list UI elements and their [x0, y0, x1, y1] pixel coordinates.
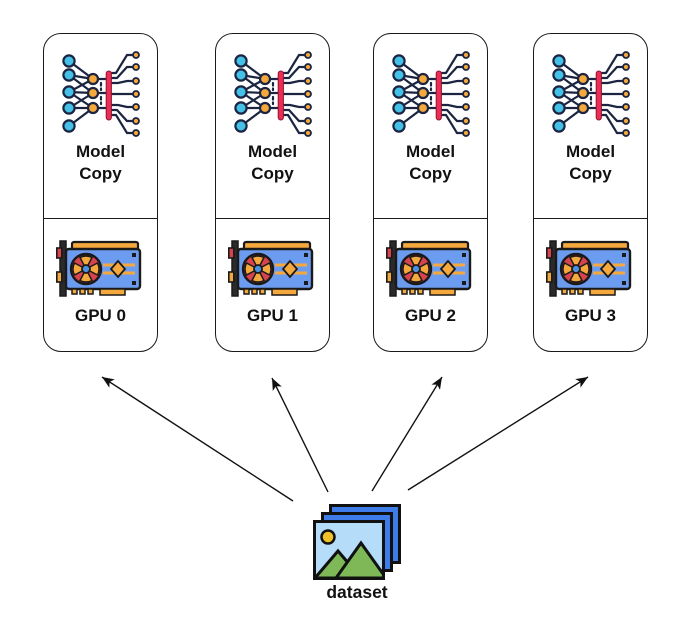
gpu-card-icon [56, 238, 146, 300]
gpu-section: GPU 0 [44, 219, 157, 351]
gpu-label: GPU 2 [404, 306, 457, 325]
gpu-section: GPU 1 [216, 219, 329, 351]
model-copy-label: Model Copy [247, 142, 298, 184]
arrow-to-gpu-0 [101, 376, 294, 502]
gpu-label: GPU 1 [246, 306, 299, 325]
model-copy-label: Model Copy [75, 142, 126, 184]
arrow-to-gpu-1 [271, 377, 329, 493]
model-section: Model Copy [44, 34, 157, 219]
gpu-card-icon [386, 238, 476, 300]
model-copy-label: Model Copy [405, 142, 456, 184]
gpu-card-icon [228, 238, 318, 300]
gpu-label: GPU 0 [74, 306, 127, 325]
gpu-section: GPU 3 [534, 219, 647, 351]
model-section: Model Copy [216, 34, 329, 219]
model-section: Model Copy [534, 34, 647, 219]
arrow-to-gpu-3 [407, 376, 589, 491]
gpu-section: GPU 2 [374, 219, 487, 351]
arrow-to-gpu-2 [371, 376, 443, 492]
model-section: Model Copy [374, 34, 487, 219]
unit-box-gpu-1: Model Copy GPU 1 [215, 33, 330, 352]
gpu-label: GPU 3 [564, 306, 617, 325]
neural-network-icon [549, 50, 633, 138]
unit-box-gpu-3: Model Copy GPU 3 [533, 33, 648, 352]
gpu-card-icon [546, 238, 636, 300]
dataset-label: dataset [326, 582, 388, 602]
neural-network-icon [389, 50, 473, 138]
neural-network-icon [59, 50, 143, 138]
neural-network-icon [231, 50, 315, 138]
stacked-images-icon [313, 504, 401, 580]
unit-box-gpu-2: Model Copy GPU 2 [373, 33, 488, 352]
model-copy-label: Model Copy [565, 142, 616, 184]
unit-box-gpu-0: Model Copy GPU 0 [43, 33, 158, 352]
